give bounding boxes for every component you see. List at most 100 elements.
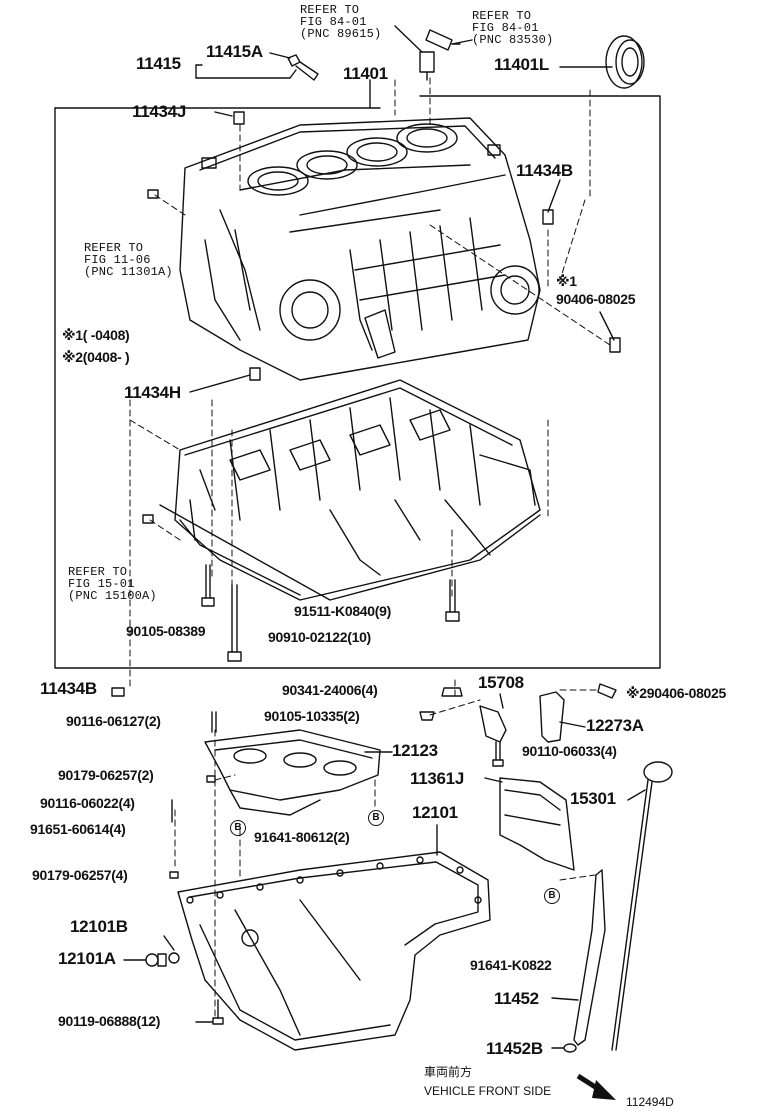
ref1-line1: REFER TO	[300, 3, 360, 17]
ref1-line3: (PNC 89615)	[300, 27, 382, 41]
ref4-line2: FIG 15-01	[68, 577, 135, 591]
ref-fig15-01: REFER TO FIG 15-01 (PNC 15100A)	[68, 566, 157, 602]
plug-90406	[609, 337, 621, 353]
guide-lines	[129, 77, 611, 1021]
label-12101A: 12101A	[58, 949, 116, 968]
leader-11415A	[269, 52, 291, 59]
label-90910: 90910-02122(10)	[268, 629, 371, 645]
baffle-plate-12123	[204, 729, 381, 816]
label-90406-08025-2: ※290406-08025	[626, 685, 727, 701]
label-11415A: 11415A	[206, 42, 263, 61]
ref-fig84-83530: REFER TO FIG 84-01 (PNC 83530)	[472, 10, 553, 46]
label-11434J: 11434J	[132, 102, 186, 121]
label-12123: 12123	[392, 741, 438, 760]
ref1-line2: FIG 84-01	[300, 15, 367, 29]
label-note1-mark: ※1	[556, 273, 577, 289]
footer-vehicle-front-en: VEHICLE FRONT SIDE	[424, 1084, 552, 1098]
circle-b-91641-80612: B	[368, 810, 384, 826]
ref4-line3: (PNC 15100A)	[68, 589, 157, 603]
pin-11434H	[249, 367, 261, 381]
label-90105-10335: 90105-10335(2)	[264, 708, 360, 724]
sensor-89615	[419, 51, 435, 81]
ref2-line1: REFER TO	[472, 9, 532, 23]
front-arrow-icon	[576, 1073, 616, 1100]
label-11452: 11452	[494, 989, 539, 1008]
crankcase	[159, 379, 541, 601]
label-15301: 15301	[570, 789, 616, 808]
oil-pan-12101	[177, 851, 491, 1051]
main-frame	[54, 95, 661, 669]
label-11434B-top: 11434B	[516, 161, 573, 180]
pin-11434J	[233, 111, 245, 125]
label-90179-06257-a: 90179-06257(2)	[58, 767, 154, 783]
pin-11434B-left	[111, 687, 125, 697]
nut-90341	[441, 687, 463, 697]
leader-11434J	[214, 111, 233, 117]
dipstick-guide-11452	[573, 869, 606, 1046]
bolt-90110-06033	[492, 741, 504, 767]
label-note1-range: ※1( -0408)	[62, 327, 130, 343]
label-90341: 90341-24006(4)	[282, 682, 378, 698]
dipstick-15301	[611, 761, 673, 1051]
label-91651: 91651-60614(4)	[30, 821, 126, 837]
footer-vehicle-front-jp: 車両前方	[424, 1065, 473, 1079]
ref3-line1: REFER TO	[84, 241, 144, 255]
label-91511: 91511-K0840(9)	[294, 603, 391, 619]
ref3-line3: (PNC 11301A)	[84, 265, 173, 279]
label-12273A: 12273A	[586, 716, 644, 735]
ref2-line2: FIG 84-01	[472, 21, 539, 35]
bolt-90116-06127	[211, 711, 217, 733]
sensor-83530	[425, 29, 461, 51]
label-11361J: 11361J	[410, 769, 464, 788]
label-91641-80612: 91641-80612(2)	[254, 829, 350, 845]
label-11434H: 11434H	[124, 383, 181, 402]
gasket-12101B	[168, 952, 180, 964]
ref-fig11-06: REFER TO FIG 11-06 (PNC 11301A)	[84, 242, 173, 278]
leader-11452	[551, 997, 579, 1001]
ref3-line2: FIG 11-06	[84, 253, 151, 267]
label-11452B: 11452B	[486, 1039, 543, 1058]
diagram-code: 112494D	[626, 1095, 674, 1109]
label-note2-range: ※2(0408- )	[62, 349, 130, 365]
nut-90179-b	[169, 871, 179, 879]
leader-12273A	[559, 721, 586, 728]
leader-11361J	[484, 777, 503, 783]
label-12101B: 12101B	[70, 917, 128, 936]
pin-11434B-top	[542, 209, 554, 225]
ref4-line1: REFER TO	[68, 565, 128, 579]
label-90119: 90119-06888(12)	[58, 1013, 161, 1029]
label-90406-08025: 90406-08025	[556, 291, 636, 307]
leader-12101B	[163, 935, 175, 951]
nut-90179-a	[206, 775, 216, 783]
sensor-15708	[479, 693, 507, 743]
label-90110-06033: 90110-06033(4)	[522, 743, 617, 759]
gasket-12273A	[539, 691, 565, 743]
leader-11415-bracket	[195, 69, 297, 79]
label-11401L: 11401L	[494, 55, 549, 74]
bolt-90105-08389	[201, 564, 215, 607]
ref2-line3: (PNC 83530)	[472, 33, 554, 47]
bolt-90105-10335	[419, 711, 435, 721]
leader-15301	[627, 789, 646, 801]
pin-15100A	[142, 514, 154, 524]
label-90179-06257-b: 90179-06257(4)	[32, 867, 128, 883]
leader-11415	[195, 64, 203, 79]
label-15708: 15708	[478, 673, 524, 692]
pin-11301A	[147, 189, 159, 199]
cover-11361J	[499, 777, 575, 871]
circle-b-91651: B	[230, 820, 246, 836]
ref-fig84-89615: REFER TO FIG 84-01 (PNC 89615)	[300, 4, 381, 40]
label-90116-06022: 90116-06022(4)	[40, 795, 135, 811]
leader-90406	[599, 311, 615, 341]
leader-11434H	[189, 374, 251, 393]
circle-b-91641-K0822: B	[544, 888, 560, 904]
oring-11452B	[563, 1043, 577, 1053]
bolt-90119	[212, 999, 224, 1025]
label-91641-K0822: 91641-K0822	[470, 957, 552, 973]
label-12101: 12101	[412, 803, 458, 822]
cylinder-block	[179, 117, 541, 381]
label-11401: 11401	[343, 64, 388, 83]
label-90105-08389: 90105-08389	[126, 623, 206, 639]
bolt-90910-02122	[227, 584, 242, 662]
